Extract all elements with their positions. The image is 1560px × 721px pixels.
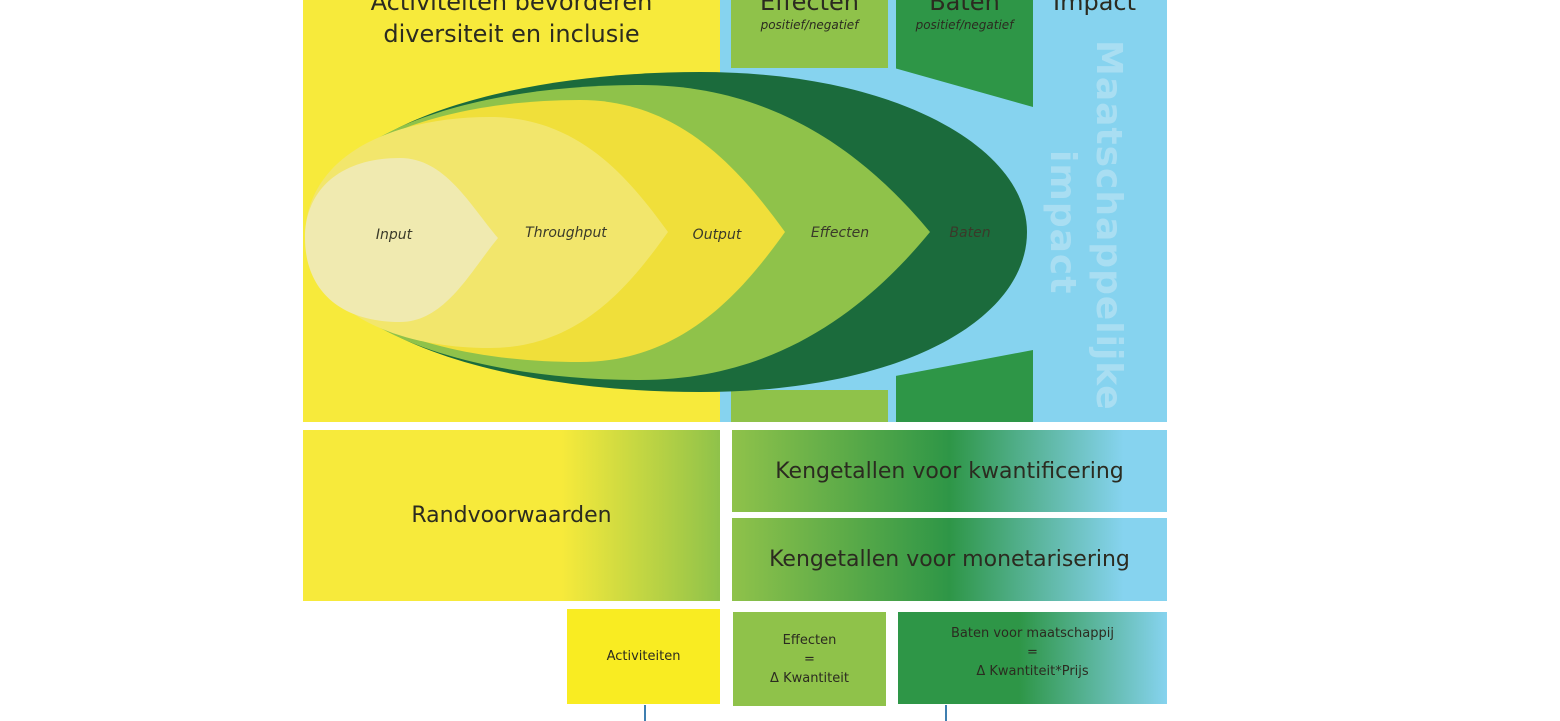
results-chain-diagram: Input Throughput Output Effecten Baten xyxy=(305,72,1027,392)
effecten-formula-box: Effecten = Δ Kwantiteit xyxy=(733,612,886,706)
connector-line xyxy=(644,705,646,721)
kwantificering-box: Kengetallen voor kwantificering xyxy=(732,430,1167,512)
randvoorwaarden-box: Randvoorwaarden xyxy=(303,430,720,601)
activities-title: Activiteiten bevorderen diversiteit en i… xyxy=(303,0,720,50)
effecten-formula-line3: Δ Kwantiteit xyxy=(770,670,849,686)
input-shape xyxy=(305,158,498,322)
baten-subtitle: positief/negatief xyxy=(915,18,1014,32)
baten-formula-box: Baten voor maatschappij = Δ Kwantiteit*P… xyxy=(898,612,1167,704)
activiteiten-box: Activiteiten xyxy=(567,609,720,704)
title-line: Activiteiten bevorderen xyxy=(370,0,653,16)
baten-formula-line3: Δ Kwantiteit*Prijs xyxy=(976,663,1089,679)
vertical-line1: Maatschappelijke xyxy=(1088,40,1129,411)
randvoorwaarden-label: Randvoorwaarden xyxy=(411,503,612,528)
vertical-line2: impact xyxy=(1042,150,1083,295)
vertical-impact-label: Maatschappelijke impact xyxy=(1040,40,1140,411)
baten-formula-line2: = xyxy=(1027,644,1038,660)
baten-title: Baten xyxy=(929,0,1000,16)
throughput-label: Throughput xyxy=(525,225,607,241)
monetarisering-box: Kengetallen voor monetarisering xyxy=(732,518,1167,601)
effecten-column-header: Effecten positief/negatief xyxy=(731,0,888,68)
effecten-formula-line1: Effecten xyxy=(782,632,837,648)
input-label: Input xyxy=(376,227,413,243)
title-line: diversiteit en inclusie xyxy=(383,20,640,48)
effecten-formula-line2: = xyxy=(804,651,815,667)
effecten-column-footer xyxy=(731,390,888,422)
activiteiten-label: Activiteiten xyxy=(606,649,681,664)
output-label: Output xyxy=(693,227,742,243)
baten-formula-line1: Baten voor maatschappij xyxy=(951,625,1114,641)
connector-line xyxy=(945,705,947,721)
kwantificering-label: Kengetallen voor kwantificering xyxy=(775,458,1124,484)
monetarisering-label: Kengetallen voor monetarisering xyxy=(769,547,1130,572)
effecten-title: Effecten xyxy=(759,0,860,16)
impact-title: Impact xyxy=(1053,0,1137,16)
baten-label: Baten xyxy=(949,225,990,241)
effecten-label: Effecten xyxy=(811,225,869,241)
effecten-subtitle: positief/negatief xyxy=(760,18,859,32)
